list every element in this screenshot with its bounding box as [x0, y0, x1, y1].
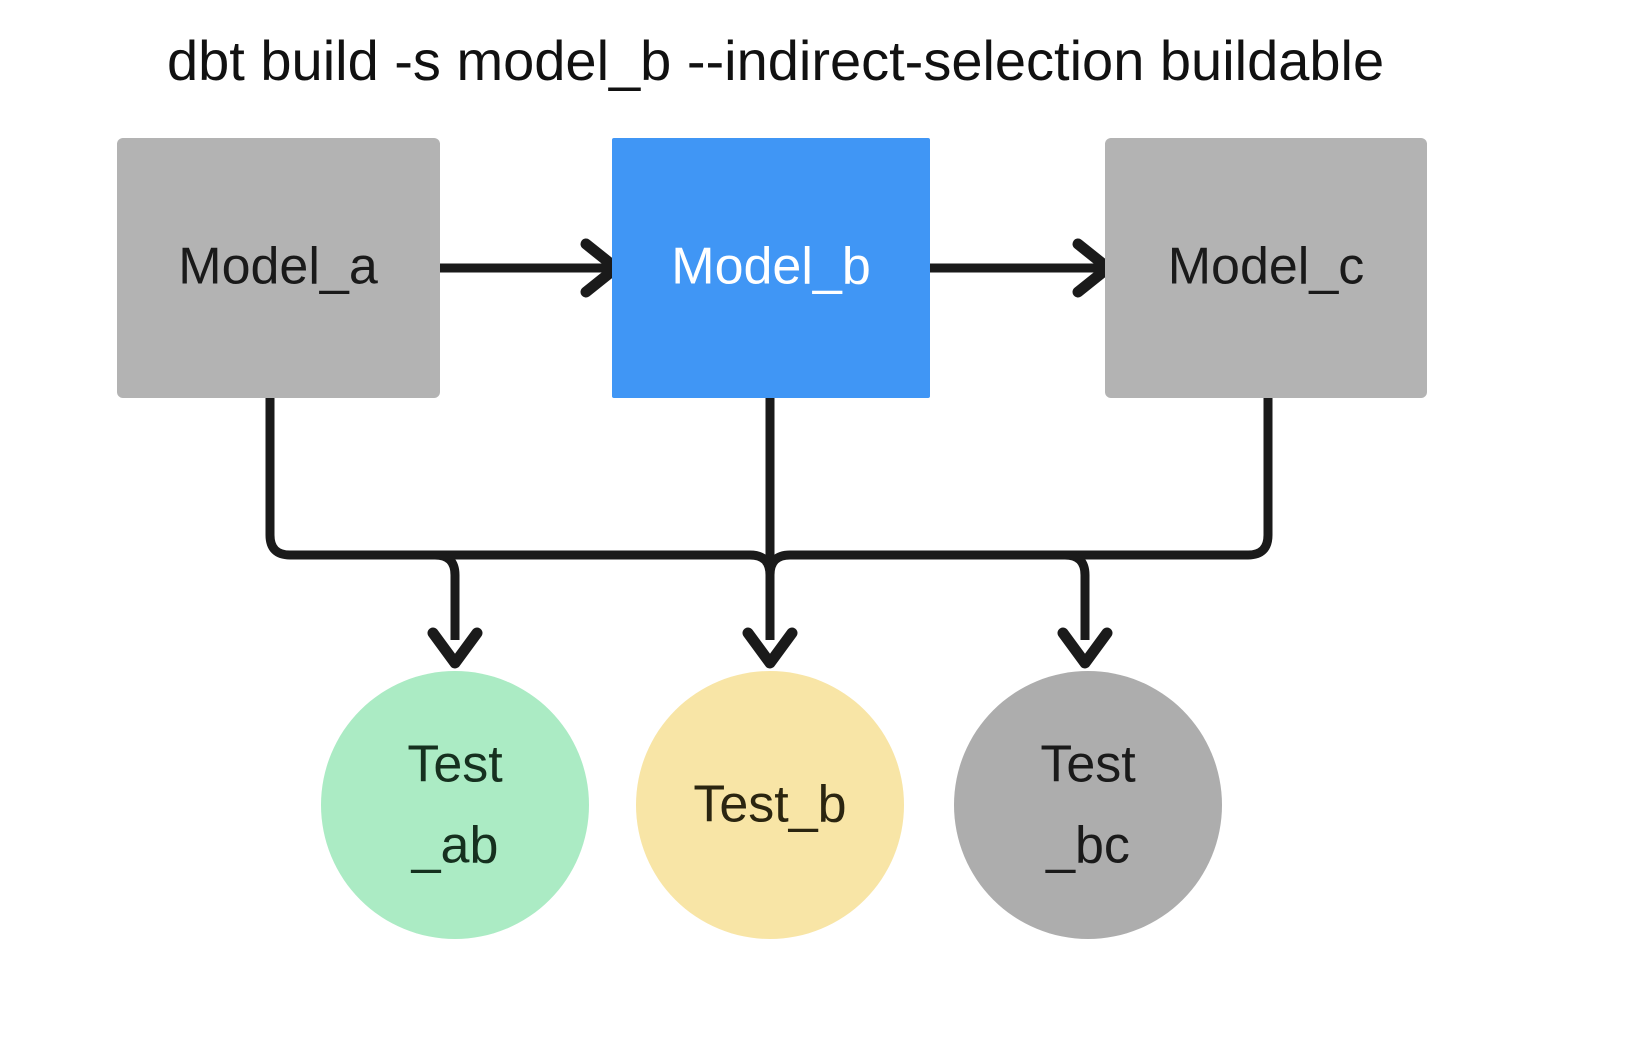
- arrowhead-test-ab: [427, 627, 483, 669]
- node-model-a[interactable]: Model_a: [117, 138, 440, 398]
- model-b-rect[interactable]: [612, 138, 930, 398]
- arrowhead-test-b: [742, 627, 798, 669]
- node-test-b[interactable]: Test_b: [636, 671, 904, 939]
- model-b-label: Model_b: [671, 238, 870, 296]
- edge-bus-right-span: [765, 550, 1085, 576]
- model-c-rect[interactable]: [1105, 138, 1427, 398]
- edge-model-c-to-bus: [1085, 397, 1273, 560]
- node-test-ab[interactable]: Test _ab: [321, 671, 589, 939]
- edge-bus-to-test-bc: [1064, 550, 1090, 640]
- test-bc-label-line-2: _bc: [1045, 817, 1130, 875]
- model-a-rect[interactable]: [117, 138, 440, 398]
- test-bc-label-line-1: Test: [1040, 736, 1136, 794]
- test-b-circle[interactable]: [636, 671, 904, 939]
- model-a-label: Model_a: [178, 238, 378, 296]
- edge-bus-left-span: [455, 550, 775, 576]
- node-test-bc[interactable]: Test _bc: [954, 671, 1222, 939]
- test-b-label-line-1: Test_b: [693, 776, 846, 834]
- node-model-b[interactable]: Model_b: [612, 138, 930, 398]
- test-ab-label-line-2: _ab: [411, 817, 499, 875]
- test-ab-circle[interactable]: [321, 671, 589, 939]
- edge-model-a-to-bus: [265, 397, 455, 560]
- test-bc-circle[interactable]: [954, 671, 1222, 939]
- arrowhead-test-bc: [1057, 627, 1113, 669]
- test-ab-label-line-1: Test: [407, 736, 503, 794]
- edge-bus-to-test-ab: [434, 550, 460, 640]
- node-model-c[interactable]: Model_c: [1105, 138, 1427, 398]
- diagram-title: dbt build -s model_b --indirect-selectio…: [167, 29, 1384, 92]
- model-c-label: Model_c: [1168, 238, 1365, 296]
